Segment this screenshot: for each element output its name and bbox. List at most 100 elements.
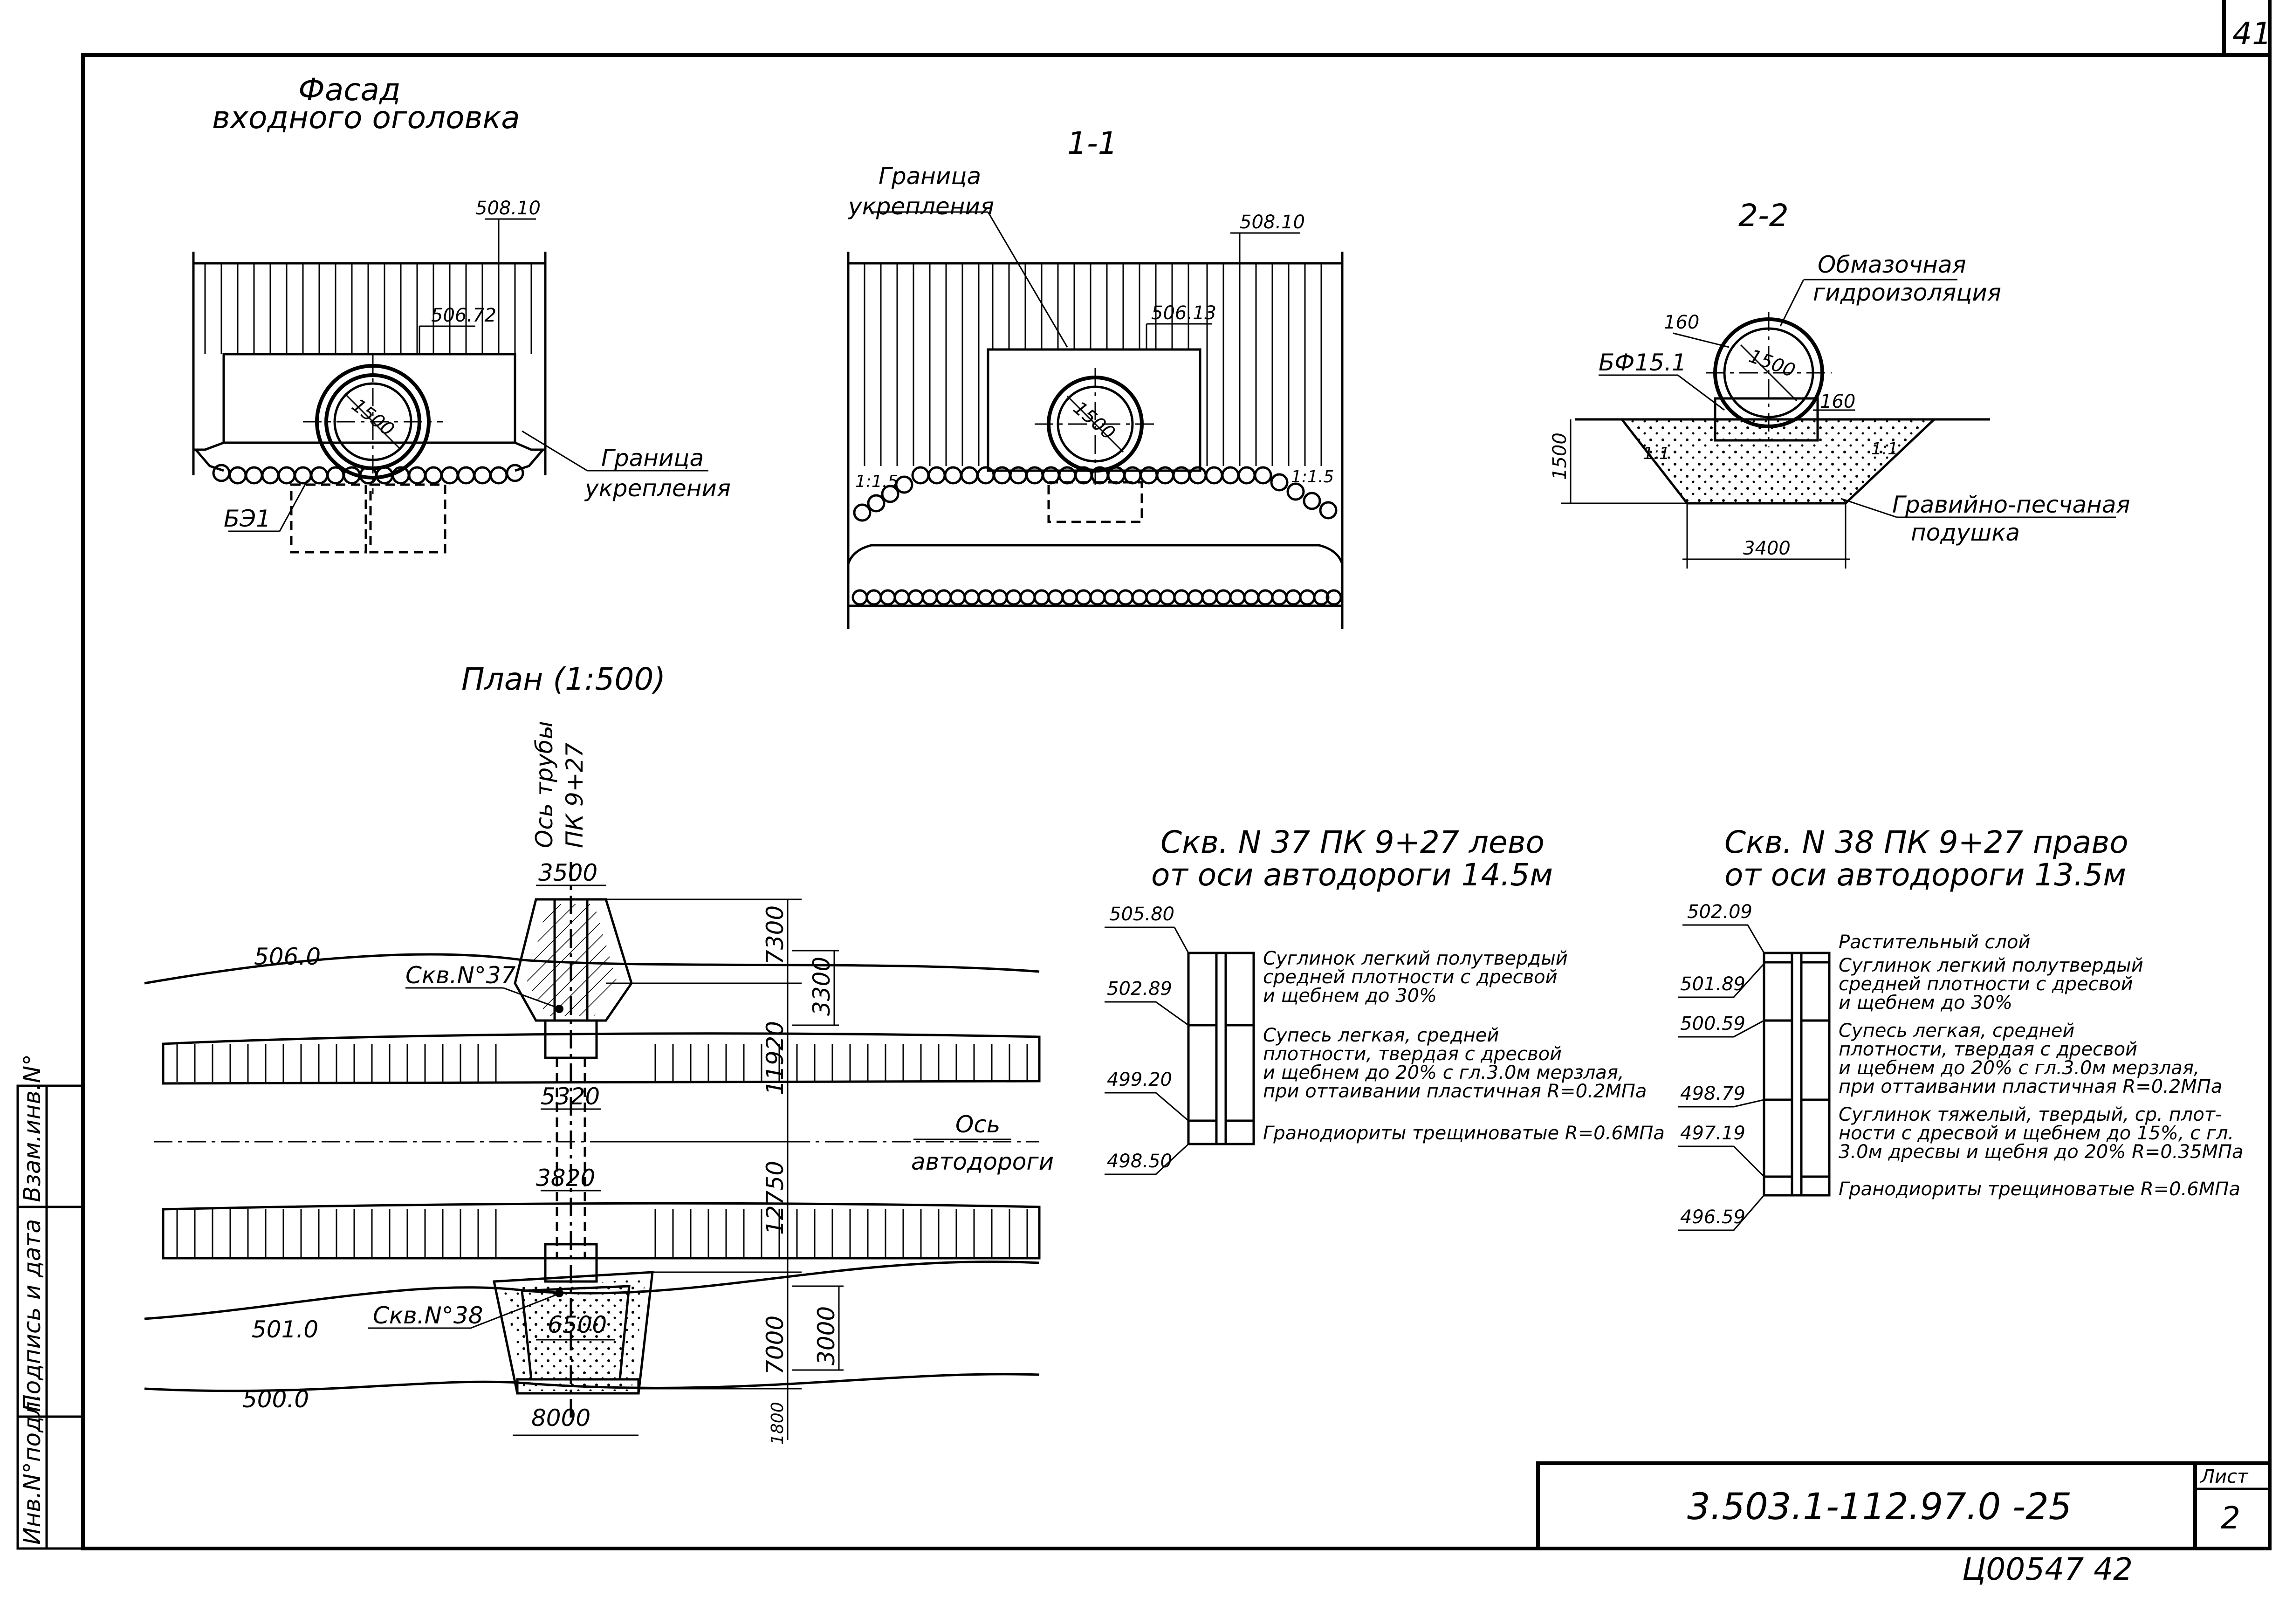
bh37-layer-0-line-1: средней плотности с дресвой: [1263, 966, 1558, 988]
bh38-layer-3-line-1: ности с дресвой и щебнем до 15%, с гл.: [1839, 1123, 2234, 1144]
stamp-signature-date: Подпись и дата: [19, 1219, 46, 1412]
cushion-label-1: Гравийно-песчаная: [1892, 491, 2130, 518]
bh38-title-1: Скв. N 38 ПК 9+27 право: [1724, 824, 2128, 860]
dim-3500: 3500: [538, 859, 597, 886]
bh38-layer-2-line-1: плотности, твердая с дресвой: [1839, 1039, 2137, 1060]
bh38-layer-2-line-0: Супесь легкая, средней: [1839, 1020, 2074, 1042]
borehole-37-label: Скв.N°37: [405, 962, 516, 989]
section-2-2-width: 3400: [1743, 538, 1791, 559]
coating-label-1: Обмазочная: [1818, 251, 1966, 278]
dim-1800: 1800: [768, 1402, 787, 1445]
section-2-2-slope-right: 1:1: [1871, 439, 1898, 459]
section-1-1-title: 1-1: [1067, 125, 1118, 161]
bh38-elev-0: 502.09: [1687, 901, 1752, 923]
dim-160-top: 160: [1664, 312, 1699, 333]
bh38-layer-2-line-3: при оттаивании пластичная R=0.2МПа: [1839, 1076, 2222, 1097]
section-1-1-slope-right: 1:1.5: [1291, 467, 1334, 487]
bh38-elev-2: 500.59: [1680, 1013, 1745, 1035]
dim-11920: 11920: [762, 1021, 789, 1095]
section-1-1-boundary-2: укрепления: [847, 193, 994, 220]
bh38-layer-2-line-2: и щебнем до 20% с гл.3.0м мерзлая,: [1839, 1057, 2200, 1079]
facade-view: Фасад входного оголовка 1500: [192, 72, 731, 554]
dim-8000: 8000: [531, 1405, 590, 1432]
bh38-layer-0-line-0: Растительный слой: [1839, 932, 2030, 953]
bh37-title-2: от оси автодороги 14.5м: [1151, 857, 1553, 893]
bh37-layer-1-line-3: при оттаивании пластичная R=0.2МПа: [1263, 1081, 1647, 1102]
bh37-layer-0-line-0: Суглинок легкий полутвердый: [1263, 948, 1568, 969]
dim-6500: 6500: [548, 1311, 607, 1338]
pipe-axis-label-2: ПК 9+27: [561, 742, 588, 848]
facade-elev-top: 508.10: [475, 198, 541, 219]
section-1-1: 1-1 1500: [847, 125, 1344, 629]
bh38-layer-3-line-2: 3.0м дресвы и щебня до 20% R=0.35МПа: [1839, 1141, 2244, 1163]
contour-506: 506.0: [254, 943, 321, 970]
bh37-layer-2-line-0: Гранодиориты трещиноватые R=0.6МПа: [1263, 1123, 1665, 1144]
stamp-inv-original: Инв.N°подл.: [19, 1394, 46, 1545]
side-stamp: Инв.N°подл. Подпись и дата Взам.инв.N°: [16, 1054, 84, 1550]
section-2-2: 2-2 1500 Обмазочная гидроизоляция 160 16…: [1549, 198, 2130, 569]
facade-boundary-2: укрепления: [584, 475, 731, 502]
cushion-label-2: подушка: [1911, 519, 2020, 546]
dim-12750: 12750: [762, 1161, 789, 1235]
facade-elev-mid: 506.72: [431, 305, 496, 326]
contour-501: 501.0: [252, 1316, 318, 1343]
contour-500: 500.0: [242, 1386, 309, 1413]
section-1-1-elev-mid: 506.13: [1151, 302, 1216, 324]
sheet-number-top: 41: [2232, 16, 2272, 52]
foundation-block-label: БФ15.1: [1599, 349, 1687, 376]
facade-title-2: входного оголовка: [212, 100, 520, 136]
document-code: 3.503.1-112.97.0 -25: [1687, 1486, 2072, 1528]
facade-block-label: БЭ1: [224, 505, 271, 532]
bh37-elev-2: 499.20: [1107, 1069, 1172, 1090]
road-axis-label-1: Ось: [955, 1111, 1000, 1138]
section-1-1-elev-top: 508.10: [1240, 212, 1305, 233]
bh37-title-1: Скв. N 37 ПК 9+27 лево: [1160, 824, 1545, 860]
bh37-elev-1: 502.89: [1107, 978, 1172, 1000]
bh38-title-2: от оси автодороги 13.5м: [1724, 857, 2126, 893]
section-2-2-title: 2-2: [1738, 198, 1789, 233]
road-axis-label-2: автодороги: [911, 1148, 1054, 1175]
dim-7000: 7000: [762, 1316, 789, 1375]
bh37-layer-1-line-1: плотности, твердая с дресвой: [1263, 1043, 1562, 1065]
dim-160-right: 160: [1820, 391, 1855, 412]
plan-title: План (1:500): [461, 661, 666, 697]
dim-5320: 5320: [541, 1083, 600, 1110]
pipe-axis-label-1: Ось трубы: [531, 721, 558, 848]
borehole-38-log: Скв. N 38 ПК 9+27 право от оси автодорог…: [1678, 824, 2244, 1231]
bh38-layer-1-line-2: и щебнем до 30%: [1839, 992, 2012, 1014]
bh37-elev-0: 505.80: [1109, 904, 1174, 925]
bh37-layer-1-line-2: и щебнем до 20% с гл.3.0м мерзлая,: [1263, 1062, 1624, 1083]
dim-7300: 7300: [762, 905, 789, 965]
bh38-layer-4-line-0: Гранодиориты трещиноватые R=0.6МПа: [1839, 1179, 2240, 1200]
bh37-layer-1-line-0: Супесь легкая, средней: [1263, 1025, 1499, 1046]
dim-3000: 3000: [813, 1306, 840, 1365]
dim-3300: 3300: [808, 957, 835, 1016]
bh38-layer-1-line-1: средней плотности с дресвой: [1839, 973, 2133, 995]
section-1-1-slope-left: 1:1.5: [855, 472, 898, 491]
dim-3820: 3820: [536, 1165, 595, 1192]
title-block: 3.503.1-112.97.0 -25 Лист 2 Ц00547 42: [1536, 1461, 2272, 1587]
stamp-replacement-inv: Взам.инв.N°: [19, 1054, 46, 1202]
section-1-1-diameter: 1500: [1069, 397, 1119, 444]
section-1-1-boundary-1: Граница: [879, 163, 981, 190]
bh38-layer-3-line-0: Суглинок тяжелый, твердый, ср. плот-: [1839, 1104, 2222, 1125]
facade-boundary-1: Граница: [601, 445, 704, 472]
bh38-elev-3: 498.79: [1680, 1083, 1745, 1104]
borehole-37-log: Скв. N 37 ПК 9+27 лево от оси автодороги…: [1105, 824, 1665, 1175]
section-2-2-slope-left: 1:1: [1643, 444, 1670, 463]
archive-number: Ц00547 42: [1962, 1551, 2133, 1587]
borehole-38-label: Скв.N°38: [373, 1302, 483, 1329]
bh38-layer-1-line-0: Суглинок легкий полутвердый: [1839, 955, 2143, 976]
bh38-elev-1: 501.89: [1680, 973, 1745, 995]
section-2-2-depth: 1500: [1549, 432, 1571, 480]
borehole-38-marker: [555, 1289, 563, 1297]
bh37-elev-3: 498.50: [1107, 1151, 1172, 1172]
sheet-frame: 41: [81, 0, 2272, 1550]
bh38-elev-5: 496.59: [1680, 1206, 1745, 1228]
list-label: Лист: [2200, 1466, 2249, 1487]
borehole-37-marker: [555, 1005, 563, 1013]
facade-title-1: Фасад: [298, 72, 401, 108]
plan-view: План (1:500) Ось трубы ПК 9+27 506.0 501…: [144, 661, 1054, 1445]
coating-label-2: гидроизоляция: [1813, 279, 2001, 306]
